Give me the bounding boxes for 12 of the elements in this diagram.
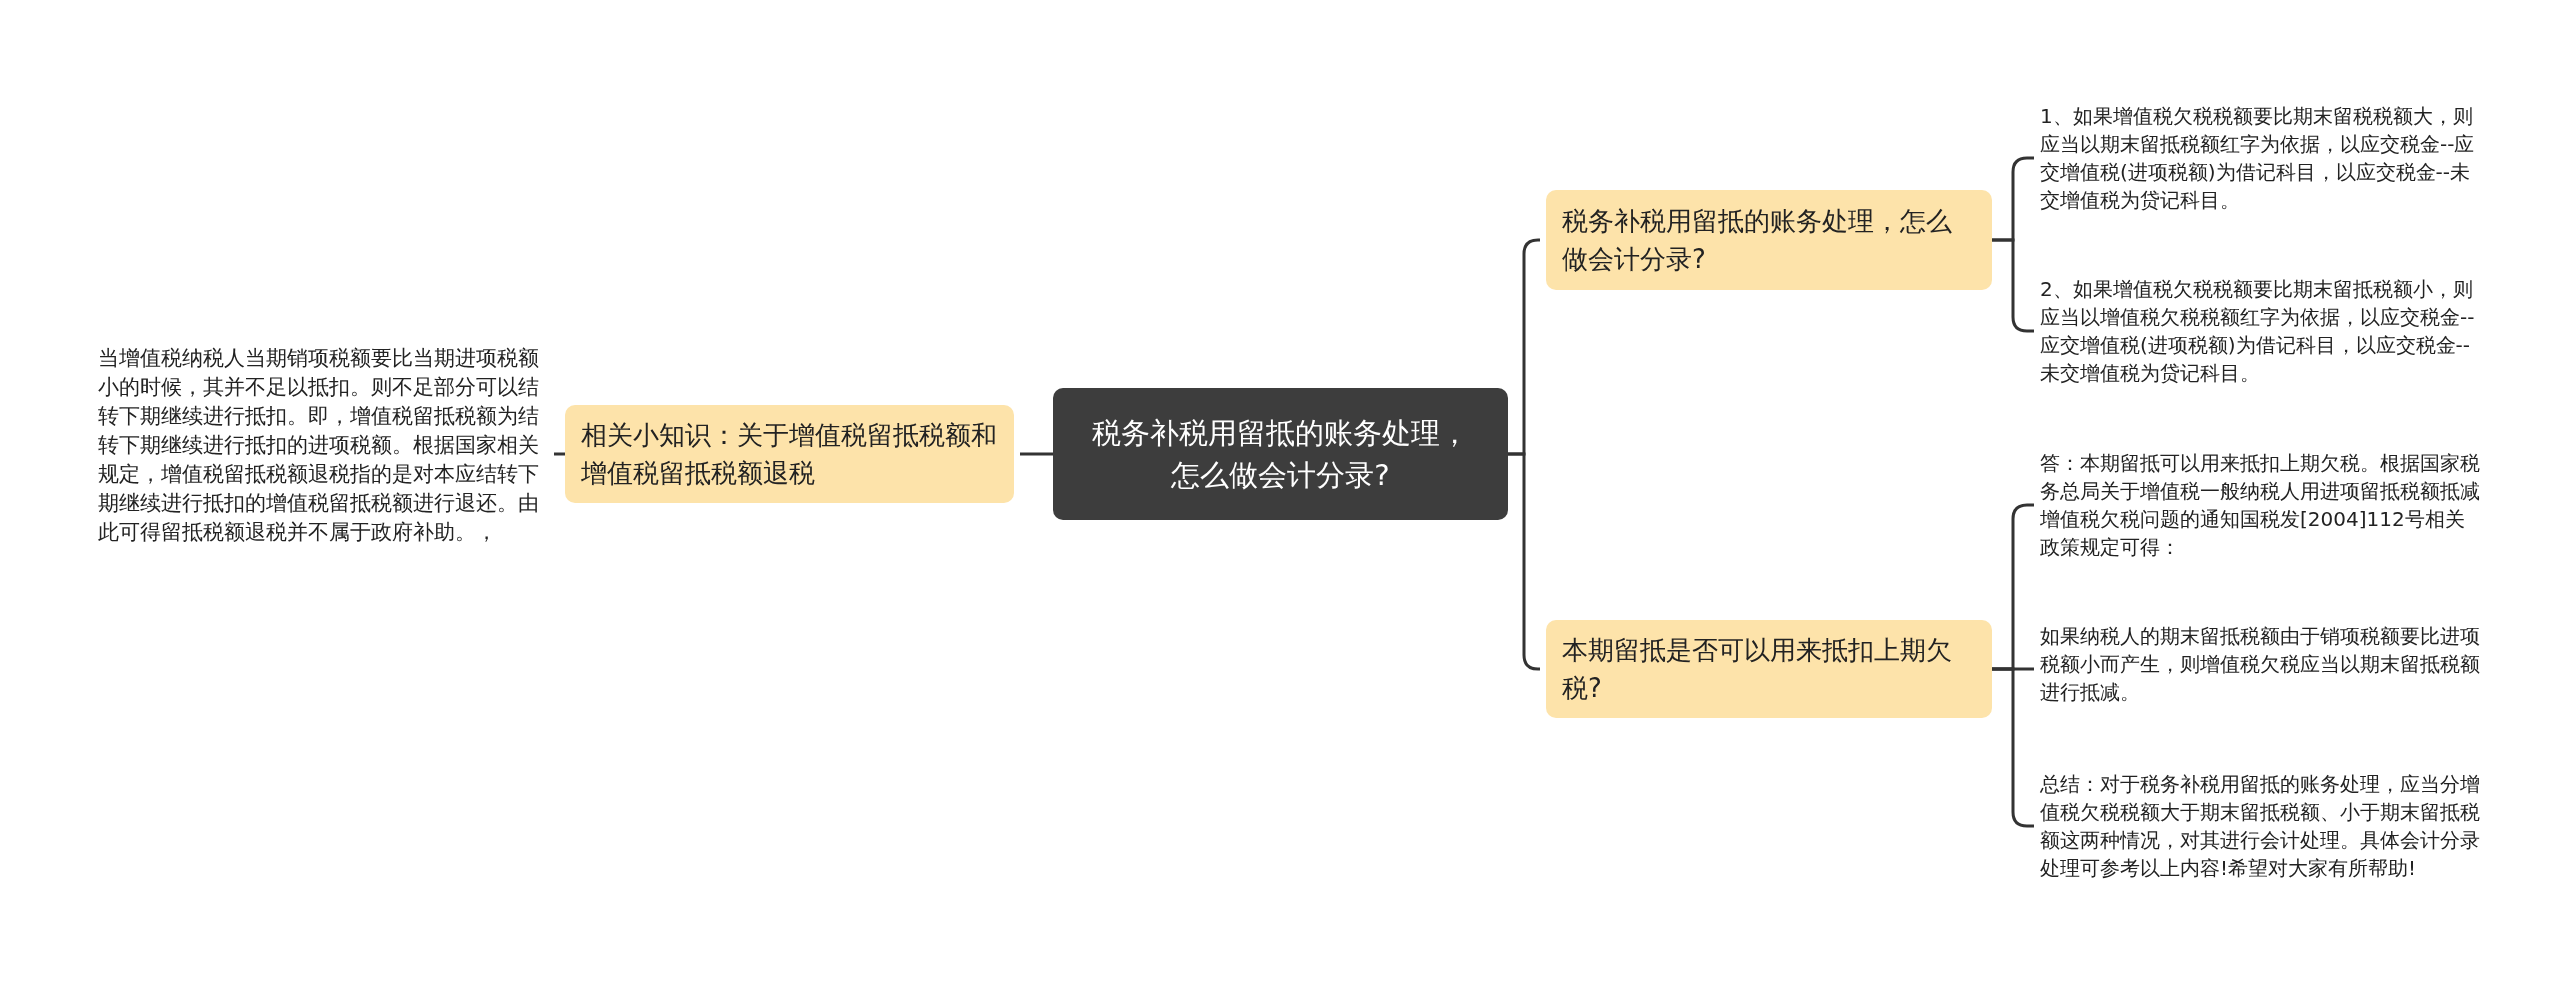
connector-line (1020, 452, 1053, 456)
note-text: 总结：对于税务补税用留抵的账务处理，应当分增值税欠税税额大于期末留抵税额、小于期末留抵税额这两种情况，对其进行会计处理。具体会计分录处理可参考以上内容!希望对大家有所帮助! (2040, 768, 2480, 884)
note-text: 答：本期留抵可以用来抵扣上期欠税。根据国家税务总局关于增值税一般纳税人用进项留抵税额抵减增值税欠税问题的通知国税发[2004]112号相关政策规定可得： (2040, 447, 2480, 563)
topic-box: 税务补税用留抵的账务处理，怎么做会计分录? (1546, 190, 1992, 290)
note-text: 2、如果增值税欠税税额要比期末留抵税额小，则应当以增值税欠税税额红字为依据，以应交税金--应交增值税(进项税额)为借记科目，以应交税金--未交增值税为贷记科目。 (2040, 273, 2480, 389)
note-text: 当增值税纳税人当期销项税额要比当期进项税额小的时候，其并不足以抵扣。则不足部分可以结转下期继续进行抵扣。即，增值税留抵税额为结转下期继续进行抵扣的进项税额。根据国家相关规定，增值税留抵税额退税指的是对本应结转下期继续进行抵扣的增值税留抵税额进行退还。由此可得留抵税额退税并不属于政府补助。， (98, 342, 548, 549)
topic-box: 本期留抵是否可以用来抵扣上期欠税? (1546, 620, 1992, 718)
topic-box: 相关小知识：关于增值税留抵税额和增值税留抵税额退税 (565, 405, 1014, 503)
central-topic-box: 税务补税用留抵的账务处理，怎么做会计分录? (1053, 388, 1508, 520)
connector-line (554, 452, 565, 456)
note-text: 1、如果增值税欠税税额要比期末留税税额大，则应当以期末留抵税额红字为依据，以应交税金--应交增值税(进项税额)为借记科目，以应交税金--未交增值税为贷记科目。 (2040, 100, 2480, 216)
note-text: 如果纳税人的期末留抵税额由于销项税额要比进项税额小而产生，则增值税欠税应当以期末留抵税额进行抵减。 (2040, 620, 2480, 708)
